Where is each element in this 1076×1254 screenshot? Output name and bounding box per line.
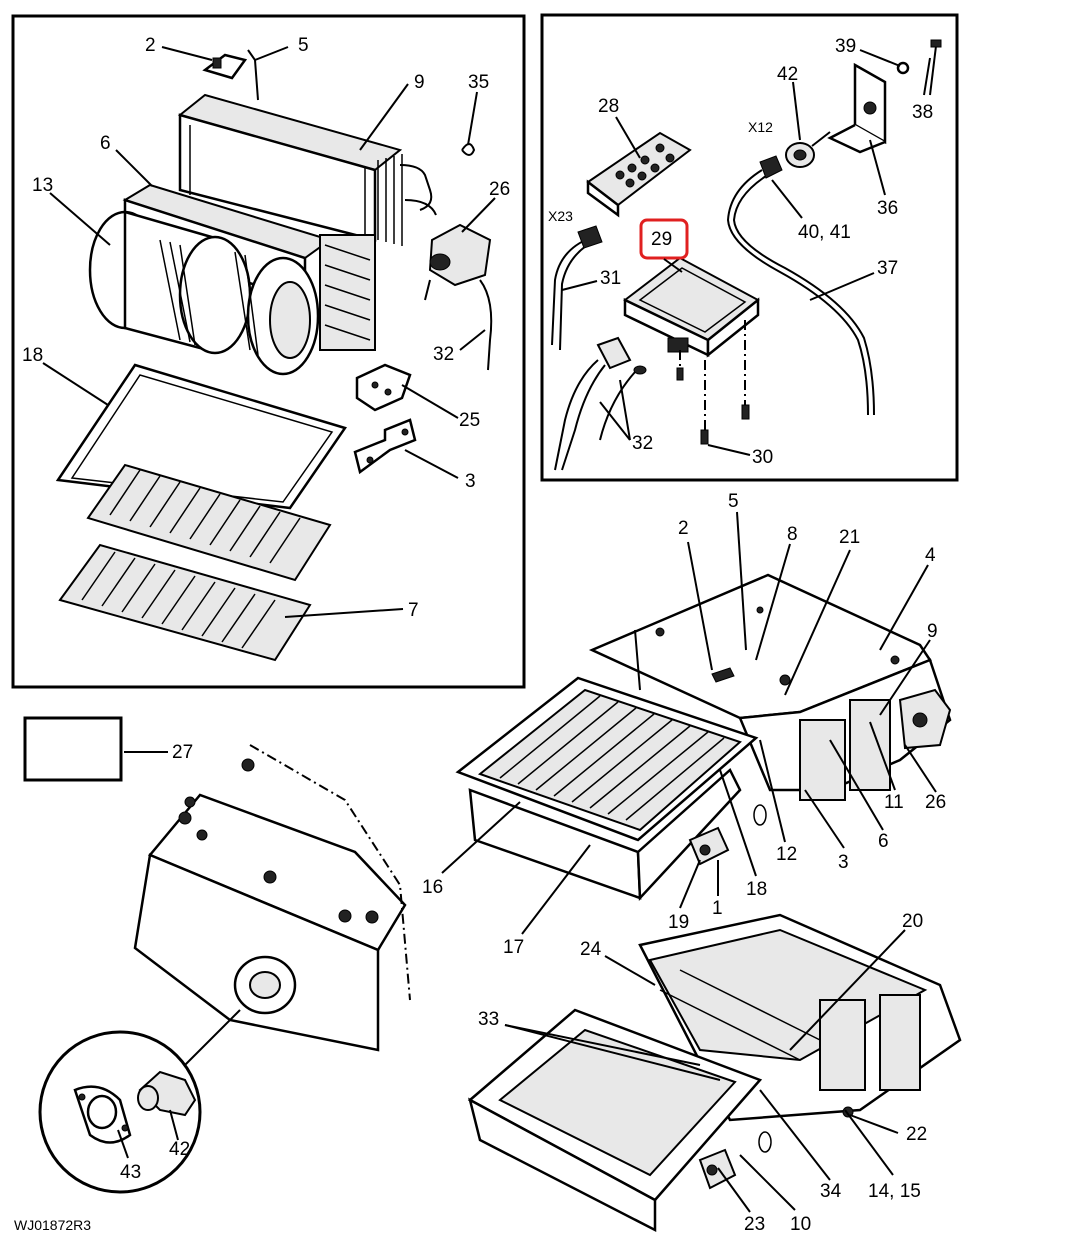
sensor-detail-inset <box>38 1009 241 1194</box>
blower-housing <box>88 183 376 376</box>
callout-31: 31 <box>600 268 621 289</box>
callout-3: 3 <box>465 471 476 492</box>
leader-lines-top-left <box>42 46 496 618</box>
connector-x12: X12 <box>748 119 773 135</box>
harness-32 <box>554 336 647 471</box>
callout-34: 34 <box>820 1181 842 1202</box>
leader-lines-top-right <box>561 49 931 456</box>
callout-35: 35 <box>468 72 489 93</box>
inset-panel-controller <box>540 13 959 482</box>
callout-38: 38 <box>912 102 933 123</box>
leader-lines-bottom-left <box>117 1109 179 1159</box>
callout-23: 23 <box>744 1214 765 1235</box>
installed-filter-assembly <box>455 676 759 902</box>
callout-39: 39 <box>835 36 856 57</box>
callout-9-mid: 9 <box>927 621 938 642</box>
mounting-screws-30 <box>676 320 750 445</box>
callout-4: 4 <box>925 545 936 566</box>
callout-32-right: 32 <box>632 433 653 454</box>
callout-14-15: 14, 15 <box>868 1181 921 1202</box>
relay-block <box>355 363 412 412</box>
housing-open-view <box>467 913 962 1233</box>
callout-5: 5 <box>298 35 309 56</box>
callout-18: 18 <box>22 345 43 366</box>
callout-10: 10 <box>790 1214 811 1235</box>
filter-upper <box>86 463 332 582</box>
callout-29: 29 <box>651 229 672 250</box>
callout-8: 8 <box>787 524 798 545</box>
callout-26: 26 <box>489 179 510 200</box>
callout-32: 32 <box>433 344 454 365</box>
callout-12: 12 <box>776 844 797 865</box>
leader-lines-middle <box>124 511 937 935</box>
callout-27: 27 <box>172 742 193 763</box>
blower-switch <box>424 223 492 301</box>
harness-31 <box>551 225 603 351</box>
callout-3-mid: 3 <box>838 852 849 873</box>
callout-30: 30 <box>752 447 773 468</box>
callout-18-mid: 18 <box>746 879 767 900</box>
callout-33: 33 <box>478 1009 499 1030</box>
callout-24: 24 <box>580 939 602 960</box>
control-keypad <box>586 131 692 218</box>
leader-lines-bottom-right <box>504 929 906 1213</box>
callout-9: 9 <box>414 72 425 93</box>
callout-17: 17 <box>503 937 524 958</box>
callout-20: 20 <box>902 911 923 932</box>
harness-32-upper <box>479 279 493 371</box>
temperature-sensor <box>785 131 831 168</box>
callout-21: 21 <box>839 527 860 548</box>
callout-29-highlight <box>639 218 689 260</box>
o-ring <box>461 143 476 156</box>
evaporator-core <box>177 93 437 246</box>
callout-1: 1 <box>712 898 723 919</box>
callout-27-box <box>23 716 123 782</box>
controller-module <box>623 256 760 358</box>
callout-26-mid: 26 <box>925 792 946 813</box>
callout-22: 22 <box>906 1124 927 1145</box>
callout-43: 43 <box>120 1162 141 1183</box>
callout-2: 2 <box>145 35 156 56</box>
callout-16: 16 <box>422 877 443 898</box>
bolt-38 <box>896 39 942 96</box>
inset-panel-blower-assembly <box>11 14 526 689</box>
callout-19: 19 <box>668 912 689 933</box>
callout-7: 7 <box>408 600 419 621</box>
figure-id: WJ01872R3 <box>14 1217 91 1233</box>
side-components <box>688 688 952 866</box>
callout-5-mid: 5 <box>728 491 739 512</box>
callout-40-41: 40, 41 <box>798 222 851 243</box>
callout-13: 13 <box>32 175 53 196</box>
filter-lower <box>58 543 312 662</box>
callout-42: 42 <box>777 64 798 85</box>
mounting-bracket <box>353 418 417 475</box>
callout-25: 25 <box>459 410 480 431</box>
callout-6-mid: 6 <box>878 831 889 852</box>
callout-6: 6 <box>100 133 111 154</box>
connector-x23: X23 <box>548 208 573 224</box>
callout-11: 11 <box>884 792 904 813</box>
callout-37: 37 <box>877 258 898 279</box>
motor-housing <box>133 744 411 1052</box>
sensor-bracket <box>827 62 887 154</box>
callout-28: 28 <box>598 96 619 117</box>
callout-36: 36 <box>877 198 898 219</box>
temperature-sensor-harness <box>726 155 875 416</box>
expansion-valve-bracket <box>202 49 259 101</box>
callout-2-mid: 2 <box>678 518 689 539</box>
callout-42-bottom: 42 <box>169 1139 190 1160</box>
